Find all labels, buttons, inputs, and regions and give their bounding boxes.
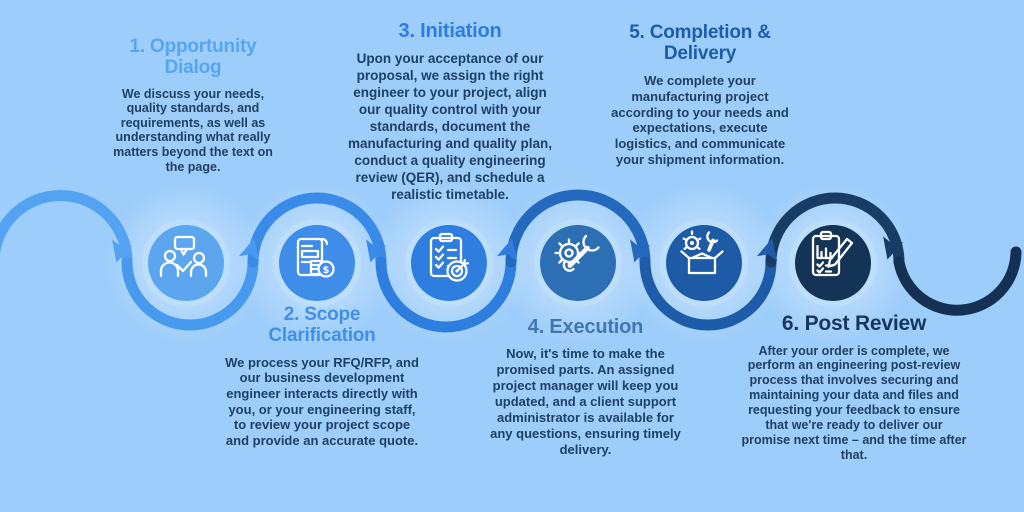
- step-2-circle: [279, 225, 355, 301]
- step-5-node: [660, 219, 748, 307]
- step-6-title: 6. Post Review: [781, 312, 927, 335]
- wave-segment-8: [893, 246, 1022, 316]
- step-1-text: 1. Opportunity Dialog We discuss your ne…: [88, 36, 298, 174]
- checklist-target-icon: [429, 232, 470, 282]
- step-4-node: [534, 219, 622, 307]
- step-3-text: 3. Initiation Upon your acceptance of ou…: [338, 20, 562, 203]
- report-review-icon: [811, 230, 854, 277]
- step-2-node: $: [273, 219, 361, 307]
- step-3-description: Upon your acceptance of our proposal, we…: [347, 51, 553, 203]
- wave-segment-2: [121, 256, 259, 331]
- arrow-down-icon: [112, 239, 133, 263]
- wave-segment-6: [639, 256, 777, 331]
- step-5-description: We complete your manufacturing project a…: [611, 72, 789, 168]
- step-1-title: 1. Opportunity Dialog: [129, 36, 257, 79]
- arrow-down-icon: [630, 239, 651, 263]
- rfq-quote-icon: $: [296, 237, 335, 278]
- step-1-description: We discuss your needs, quality standards…: [113, 86, 273, 174]
- step-4-text: 4. Execution Now, it's time to make the …: [478, 316, 693, 458]
- step-6-text: 6. Post Review After your order is compl…: [735, 312, 973, 463]
- step-6-node: [789, 219, 877, 307]
- step-2-title: 2. Scope Clarification: [268, 304, 376, 347]
- step-5-title: 5. Completion & Delivery: [629, 22, 771, 65]
- arrow-down-icon: [883, 236, 904, 260]
- step-3-node: [405, 219, 493, 307]
- arrow-up-icon: [238, 238, 260, 262]
- arrow-up-icon: [496, 238, 518, 262]
- arrow-up-icon: [756, 238, 778, 262]
- step-2-text: 2. Scope Clarification We process your R…: [217, 304, 427, 449]
- step-4-title: 4. Execution: [527, 316, 644, 338]
- dollar-sign: $: [323, 265, 330, 276]
- step-6-description: After your order is complete, we perform…: [741, 343, 967, 462]
- wave-segment-5: [505, 189, 651, 268]
- step-2-description: We process your RFQ/RFP, and our busines…: [225, 354, 419, 449]
- step-4-description: Now, it's time to make the promised part…: [490, 346, 681, 458]
- wave-segment-7: [765, 192, 905, 268]
- step-3-title: 3. Initiation: [398, 20, 502, 42]
- arrow-down-icon: [366, 239, 387, 263]
- step-1-circle: [148, 225, 224, 301]
- wave-segment-3: [247, 192, 387, 268]
- step-1-node: [142, 219, 230, 307]
- delivery-box-icon: [680, 230, 724, 275]
- step-5-circle: [666, 225, 742, 301]
- step-5-text: 5. Completion & Delivery We complete you…: [597, 22, 803, 168]
- wave-segment-4: [375, 256, 517, 333]
- wave-segment-1: [0, 190, 133, 268]
- discussion-icon: [159, 235, 208, 278]
- gear-wrench-icon: [554, 234, 600, 272]
- step-3-circle: [411, 225, 487, 301]
